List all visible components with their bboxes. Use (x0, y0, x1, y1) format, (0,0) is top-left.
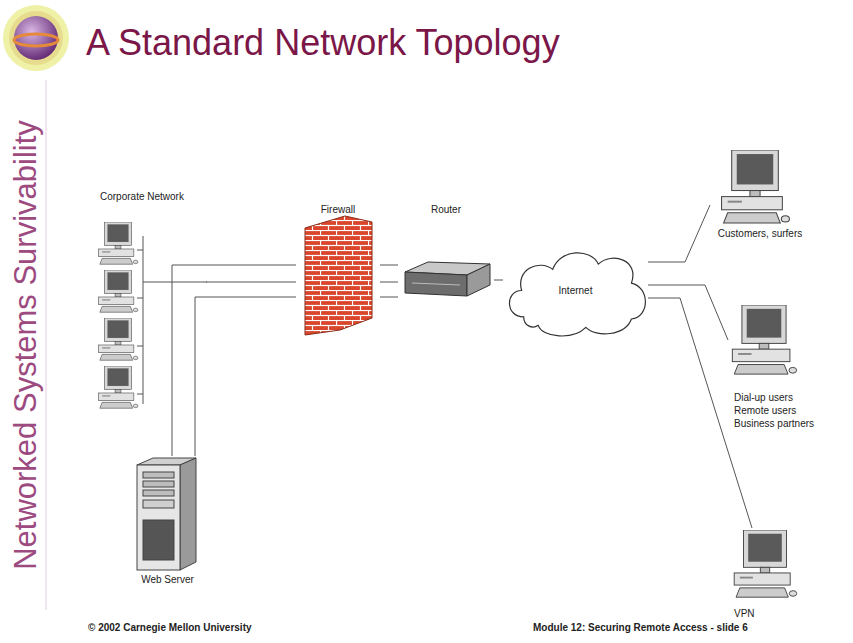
network-link (380, 282, 398, 283)
footer-copyright: © 2002 Carnegie Mellon University (88, 622, 252, 633)
network-group: Corporate Network (94, 190, 206, 416)
label-group: Dial-up usersRemote usersBusiness partne… (734, 391, 814, 430)
corporate-computers (99, 270, 138, 312)
client-node: VPN (728, 528, 803, 620)
network-link (195, 297, 296, 456)
node-label: Business partners (734, 417, 814, 430)
slide-title: A Standard Network Topology (86, 22, 560, 64)
label-group: VPN (734, 607, 755, 620)
corporate-computers (99, 366, 138, 408)
node-label: Remote users (734, 404, 814, 417)
network-link (172, 265, 296, 456)
network-link (380, 265, 398, 266)
lan-bus (137, 250, 143, 251)
server-node: Web Server (130, 456, 205, 586)
cloud-outline (509, 253, 645, 336)
label-group: Corporate Network (100, 190, 184, 203)
network-link (206, 282, 296, 283)
network-link (494, 280, 503, 281)
corporate-computers (99, 318, 138, 360)
network-link (648, 285, 728, 340)
router-box (405, 272, 467, 296)
router-box (412, 283, 460, 285)
node-label: Web Server (141, 573, 194, 586)
web-server-tower (137, 458, 196, 570)
web-server-tower (180, 458, 196, 570)
node-label: Internet (559, 284, 593, 297)
web-server-tower (143, 481, 174, 487)
node-label: VPN (734, 607, 755, 620)
label-group: Firewall (321, 203, 355, 216)
label-group: Internet (559, 284, 593, 297)
corporate-computers (99, 222, 138, 408)
lan-bus (137, 298, 143, 299)
logo (3, 5, 69, 71)
router-box (467, 264, 490, 296)
node-label: Corporate Network (100, 190, 184, 203)
web-server-tower (143, 520, 174, 560)
web-server-tower (143, 472, 174, 478)
node-label: Dial-up users (734, 391, 814, 404)
label-group: Web Server (141, 573, 194, 586)
node-label: Customers, surfers (718, 227, 802, 240)
remote-computers (732, 305, 796, 374)
lan-bus (137, 394, 143, 395)
firewall-wall (305, 216, 372, 335)
client-node: Dial-up usersRemote usersBusiness partne… (728, 305, 828, 430)
lan-bus (137, 346, 143, 347)
label-group: Router (431, 203, 461, 216)
corporate-computers (99, 222, 138, 264)
web-server-tower (143, 500, 174, 508)
firewall-node: Firewall (296, 203, 380, 339)
label-group: Customers, surfers (718, 227, 802, 240)
internet-cloud: Internet (503, 243, 648, 338)
logo (14, 16, 58, 60)
lan-bus (143, 282, 207, 283)
logo (9, 11, 63, 65)
router-box (405, 262, 490, 296)
remote-computers (734, 530, 797, 597)
remote-computers (722, 150, 797, 597)
node-label: Firewall (321, 203, 355, 216)
logo (14, 34, 58, 46)
network-link (380, 297, 398, 298)
footer-module: Module 12: Securing Remote Access - slid… (533, 622, 748, 633)
client-node: Customers, surfers (710, 148, 810, 240)
router-node: Router (398, 203, 494, 299)
lan-bus (143, 236, 144, 404)
web-server-tower (137, 465, 180, 570)
side-rule (45, 80, 47, 610)
logo (3, 5, 69, 71)
network-link (648, 205, 710, 262)
node-label: Router (431, 203, 461, 216)
firewall-wall (305, 216, 372, 335)
web-server-tower (143, 490, 174, 496)
side-banner: Networked Systems Survivability (8, 120, 44, 570)
remote-computers (722, 150, 790, 223)
